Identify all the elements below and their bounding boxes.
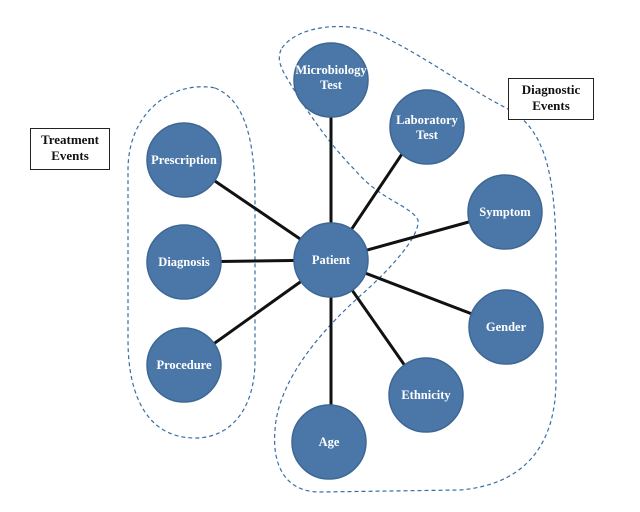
node-age: Age: [291, 404, 367, 480]
center-label: Patient: [312, 253, 351, 267]
treatment-group-outline: [127, 86, 256, 439]
node-circle: [389, 89, 465, 165]
node-gender: Gender: [468, 289, 544, 365]
node-label: Procedure: [156, 358, 212, 372]
node-label-line1: Microbiology: [295, 63, 367, 77]
node-circle: [291, 404, 367, 480]
node-circle: [468, 289, 544, 365]
node-circle: [146, 327, 222, 403]
center-circle: [293, 222, 369, 298]
node-symptom: Symptom: [467, 174, 543, 250]
diagnostic-title-line1: Diagnostic: [521, 82, 581, 97]
node-label: Gender: [486, 320, 527, 334]
node-label: Symptom: [479, 205, 531, 219]
node-label: Age: [319, 435, 340, 449]
node-ethnicity: Ethnicity: [388, 357, 464, 433]
node-procedure: Procedure: [146, 327, 222, 403]
node-prescription: Prescription: [146, 122, 222, 198]
node-circle: [467, 174, 543, 250]
diagnostic-title-line2: Events: [532, 98, 570, 113]
diagnostic-events-box: Diagnostic Events: [508, 78, 594, 120]
node-circle: [388, 357, 464, 433]
treatment-title-line1: Treatment: [41, 132, 99, 147]
node-label-line1: Laboratory: [396, 113, 459, 127]
treatment-events-box: Treatment Events: [30, 128, 110, 170]
node-diagnosis: Diagnosis: [146, 224, 222, 300]
node-label: Ethnicity: [401, 388, 451, 402]
node-laboratory-test: Laboratory Test: [389, 89, 465, 165]
node-circle: [146, 122, 222, 198]
node-patient: Patient: [293, 222, 369, 298]
node-label-line2: Test: [416, 128, 439, 142]
node-circle: [293, 42, 369, 118]
node-label: Diagnosis: [158, 255, 210, 269]
node-circle: [146, 224, 222, 300]
node-label: Prescription: [151, 153, 217, 167]
treatment-title-line2: Events: [51, 148, 89, 163]
node-label-line2: Test: [320, 78, 343, 92]
node-microbiology-test: Microbiology Test: [293, 42, 369, 118]
